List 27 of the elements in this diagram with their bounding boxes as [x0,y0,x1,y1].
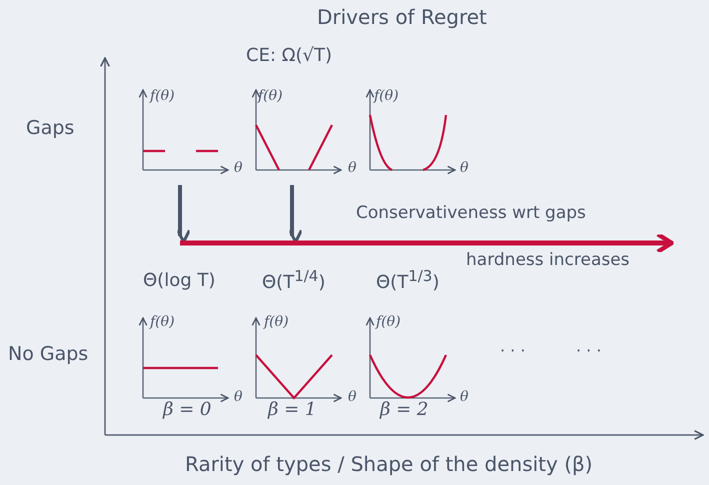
ellipsis: · · · [576,342,602,360]
parameter-label: β = 0 [163,400,212,421]
arrow-caption: hardness increases [466,251,630,271]
row-label: No Gaps [8,344,88,366]
axis-label: θ [234,389,242,406]
axis-label: f(θ) [258,88,283,104]
regret-bound-label: Θ(T$^{1/3}$) [376,268,440,294]
axis-label: f(θ) [264,314,289,330]
diagram-title: Drivers of Regret [317,6,487,29]
parameter-label: β = 2 [380,400,428,421]
parameter-label: β = 1 [268,400,316,421]
axis-label: θ [460,389,468,406]
axis-label: θ [348,160,356,176]
axis-label: f(θ) [150,88,175,104]
regret-bound-label: Θ(log T) [143,271,216,292]
arrow-caption: Conservativeness wrt gaps [356,204,586,224]
ellipsis: · · · [500,342,526,360]
regret-bound-label: Θ(T$^{1/4}$) [262,268,326,294]
row-label: Gaps [26,118,74,140]
axis-label: f(θ) [150,314,175,330]
axis-label: f(θ) [376,314,401,330]
axis-title: Rarity of types / Shape of the density (β) [185,453,593,476]
axis-label: θ [460,160,468,176]
axis-label: θ [234,160,242,176]
regret-bound-label: CE: Ω(√T) [246,46,332,67]
axis-label: θ [348,389,356,406]
axis-label: f(θ) [374,88,399,104]
